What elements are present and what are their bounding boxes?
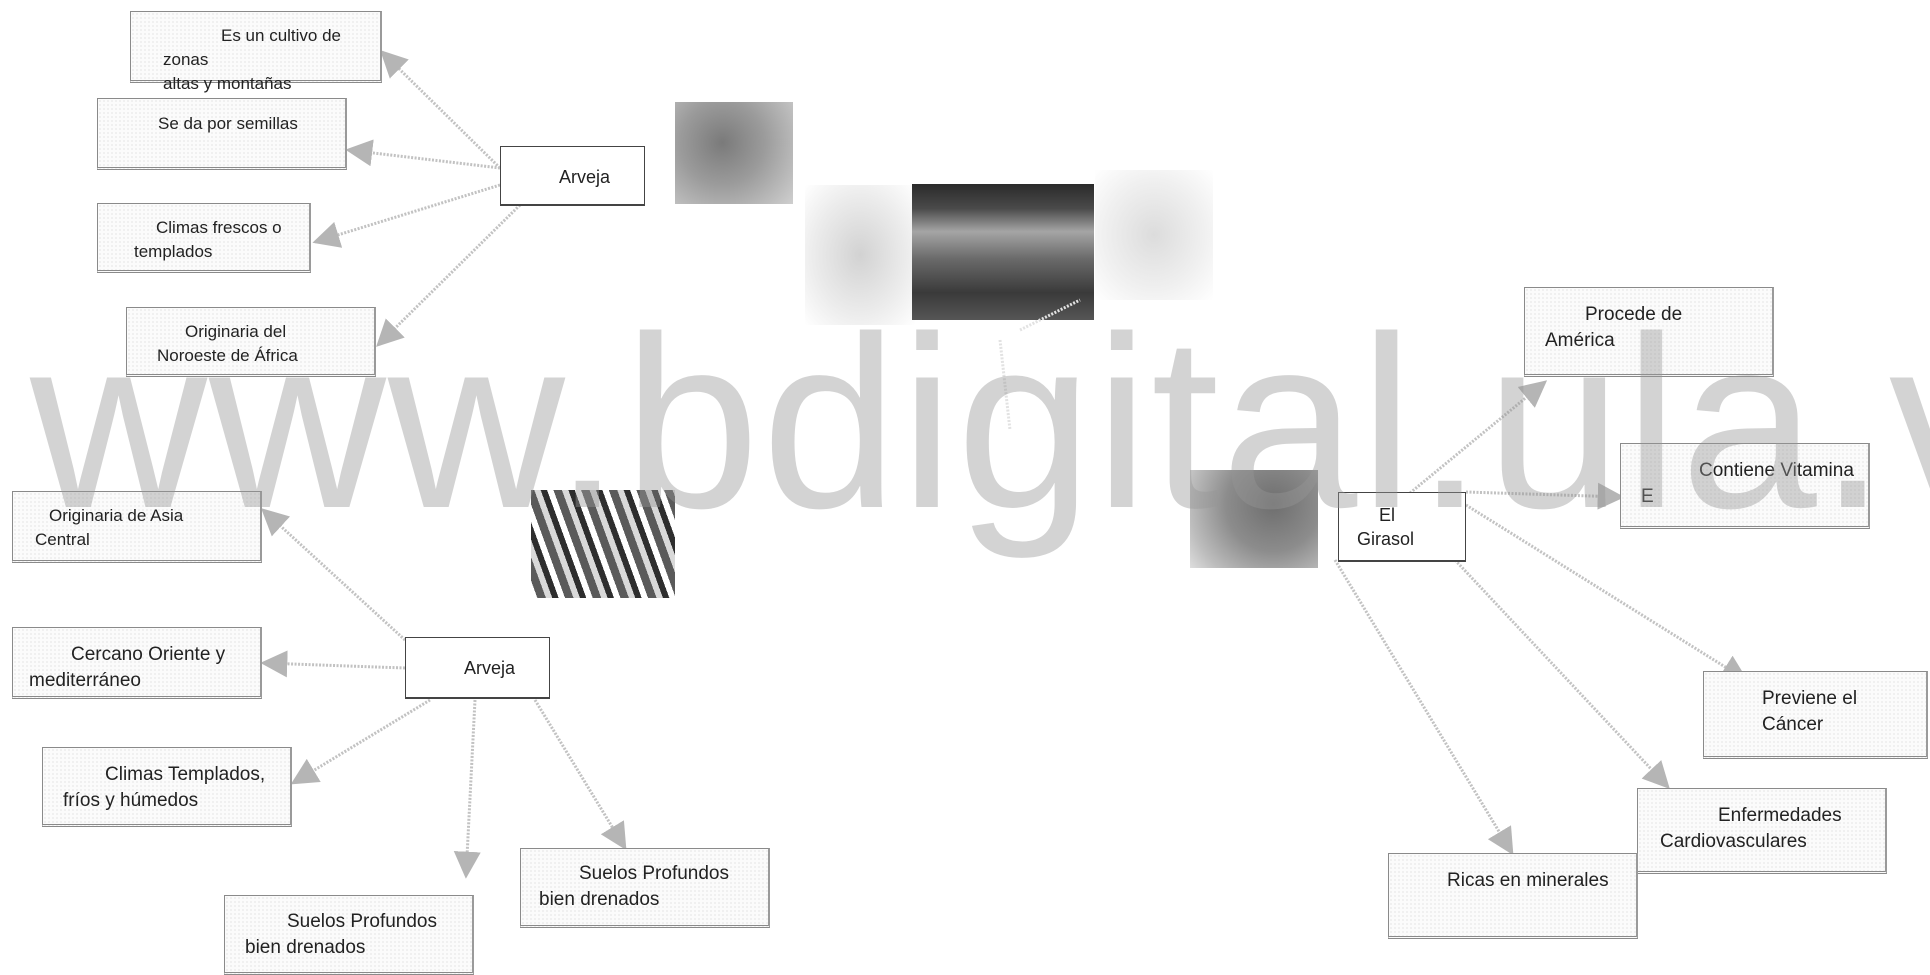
node-bottom-3: Climas Templados, fríos y húmedos [42, 747, 292, 827]
arrow-right-5 [1333, 559, 1514, 856]
node-bottom-4: Suelos Profundos bien drenados [224, 895, 474, 975]
arrow-right-2 [1465, 482, 1625, 510]
hub-el-girasol: El Girasol [1338, 492, 1466, 562]
node-right-2: Contiene Vitamina E [1620, 443, 1870, 529]
arrow-top-4 [376, 203, 522, 347]
node-right-4: Enfermedades Cardiovasculares [1637, 788, 1887, 874]
field-photo-faded-right [1095, 170, 1213, 300]
watermark: www.bdigital.ula.ve [30, 285, 1930, 559]
node-bottom-2: Cercano Oriente y mediterráneo [12, 627, 262, 699]
node-top-2: Se da por semillas [97, 98, 347, 170]
node-bottom-1: Originaria de Asia Central [12, 491, 262, 563]
arrow-right-3 [1465, 503, 1749, 682]
arrow-bottom-5 [533, 699, 627, 851]
node-top-4: Originaria del Noroeste de África [126, 307, 376, 377]
node-top-1: Es un cultivo de zonas altas y montañas [130, 11, 382, 93]
node-bottom-5: Suelos Profundos bien drenados [520, 848, 770, 928]
node-right-5: Ricas en minerales [1388, 853, 1638, 939]
node-right-1: Procede de América [1524, 287, 1774, 377]
arrow-bottom-1 [261, 508, 407, 642]
node-top-3: Climas frescos o templados [97, 203, 311, 273]
arrow-top-2 [345, 139, 501, 170]
arrow-bottom-4 [453, 699, 481, 879]
node-right-3: Previene el Cáncer [1703, 671, 1928, 759]
beans-photo [531, 490, 675, 598]
hub-arveja-bottom: Arveja [405, 637, 550, 699]
greenhouse-photo [912, 184, 1094, 320]
arrow-top-3 [312, 183, 501, 248]
arrow-right-4 [1453, 558, 1670, 789]
arrow-center-2 [1019, 298, 1081, 332]
field-photo-faded-left [805, 185, 915, 325]
arrow-bottom-3 [290, 698, 431, 785]
hub-arveja-top: Arveja [500, 146, 645, 206]
arrow-top-1 [380, 50, 502, 170]
arrow-right-1 [1409, 380, 1548, 495]
pea-plant-photo [675, 102, 793, 204]
arrow-bottom-2 [260, 650, 406, 678]
sunflower-seeds-photo [1190, 470, 1318, 568]
arrow-center-1 [998, 339, 1012, 431]
